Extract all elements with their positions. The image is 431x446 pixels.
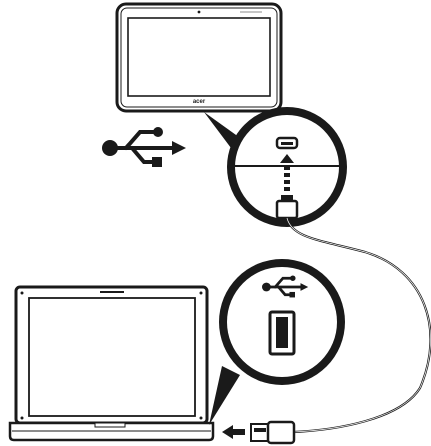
micro-usb-magnifier [227, 107, 347, 227]
tablet-camera [197, 10, 201, 14]
arrow-left-icon [222, 425, 245, 439]
laptop-screen [28, 297, 196, 417]
laptop-callout-pointer [209, 366, 240, 425]
tablet-screen [127, 17, 271, 97]
laptop-hinge-notch [94, 422, 126, 428]
laptop [8, 285, 215, 442]
usb-trident-icon [262, 275, 309, 298]
usb-trident-icon [102, 127, 186, 167]
arrow-up-icon [280, 154, 294, 191]
tablet-inner-bezel [120, 7, 278, 108]
usb-a-port-icon [268, 310, 296, 356]
usb-a-plug-icon [250, 420, 296, 445]
tablet: acer [115, 2, 283, 113]
usb-a-magnifier [219, 259, 345, 385]
tablet-brand-logo: acer [193, 99, 206, 105]
